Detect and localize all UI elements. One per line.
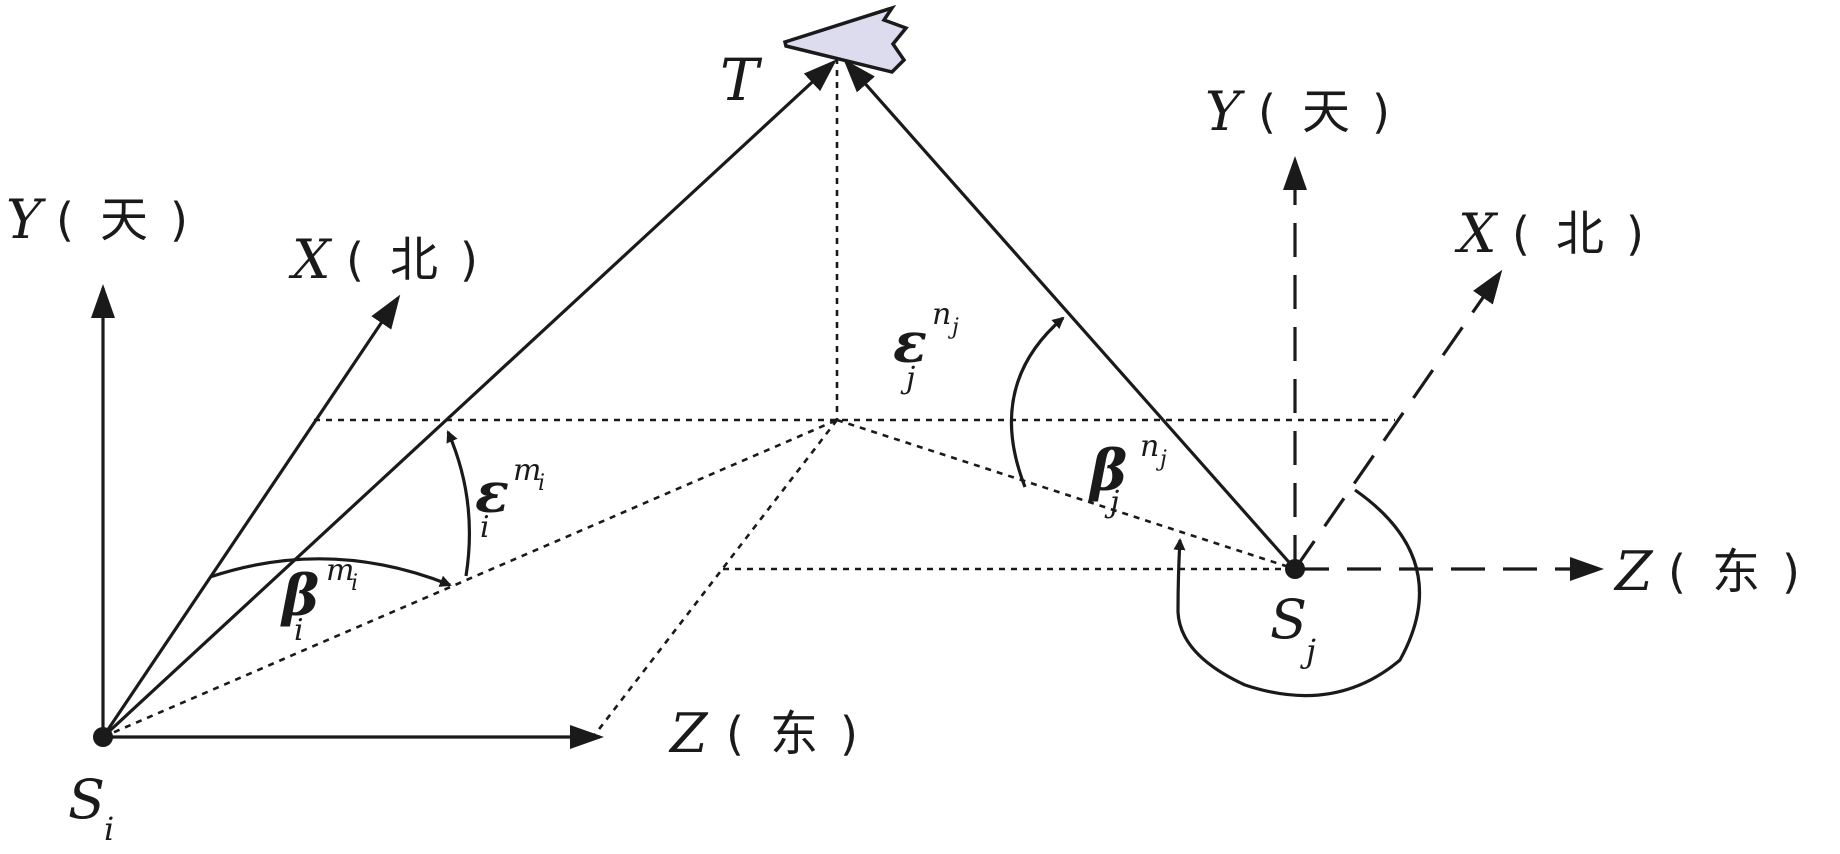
station-j-x-axis xyxy=(1293,269,1503,570)
azimuth-label-j: β j n j xyxy=(1088,429,1167,520)
target-aircraft-icon xyxy=(782,4,909,74)
elevation-label-i: ε i m i xyxy=(475,453,545,545)
projection-line-j xyxy=(836,418,1296,571)
svg-text:ε: ε xyxy=(893,310,927,376)
line-of-sight-i xyxy=(101,59,837,739)
svg-text:n: n xyxy=(1140,429,1159,464)
svg-text:ε: ε xyxy=(475,460,509,526)
projection-line-i xyxy=(102,418,838,739)
elevation-label-j: ε j n j xyxy=(893,297,959,396)
svg-text:): ) xyxy=(170,193,188,247)
svg-text:m: m xyxy=(513,453,541,488)
elevation-arc-j xyxy=(1009,316,1065,488)
svg-text:(: ( xyxy=(1668,545,1686,599)
svg-text:): ) xyxy=(840,707,858,761)
svg-text:天: 天 xyxy=(1302,84,1350,140)
station-i-x-axis-label: X ( 北 ) xyxy=(288,228,478,291)
svg-text:Y: Y xyxy=(1205,80,1245,143)
svg-text:): ) xyxy=(1782,545,1800,599)
station-j-y-axis-label: Y ( 天 ) xyxy=(1205,80,1390,143)
svg-text:S: S xyxy=(1270,588,1307,651)
azimuth-arc-j xyxy=(1173,488,1422,698)
construction-lines xyxy=(102,58,1395,739)
svg-text:i: i xyxy=(294,613,304,648)
svg-text:): ) xyxy=(1372,85,1390,139)
svg-text:β: β xyxy=(280,563,319,629)
line-of-sight-j xyxy=(843,59,1297,571)
svg-text:m: m xyxy=(326,553,354,588)
svg-text:天: 天 xyxy=(100,192,148,248)
azimuth-arc-i xyxy=(209,557,452,587)
station-j-z-axis-label: Z ( 东 ) xyxy=(1613,540,1800,603)
svg-text:i: i xyxy=(351,571,358,596)
svg-text:): ) xyxy=(1626,207,1644,261)
svg-text:i: i xyxy=(480,510,490,545)
svg-text:X: X xyxy=(288,228,333,291)
azimuth-label-i: β i m i xyxy=(280,553,358,648)
elevation-arc-i xyxy=(446,430,472,577)
svg-text:北: 北 xyxy=(390,232,438,288)
target-label: T xyxy=(720,46,763,114)
svg-text:i: i xyxy=(104,810,114,848)
svg-text:Z: Z xyxy=(668,702,709,765)
svg-text:北: 北 xyxy=(1556,206,1604,262)
station-j-axes xyxy=(1283,156,1604,581)
svg-text:(: ( xyxy=(346,233,364,287)
svg-text:(: ( xyxy=(1258,85,1276,139)
station-i-x-axis xyxy=(101,294,401,738)
station-i-name: S i xyxy=(68,768,114,848)
svg-text:(: ( xyxy=(1512,207,1530,261)
svg-text:东: 东 xyxy=(770,706,818,762)
station-i-y-axis-label: Y ( 天 ) xyxy=(6,188,188,251)
svg-text:东: 东 xyxy=(1712,544,1760,600)
svg-text:i: i xyxy=(538,471,545,496)
svg-text:(: ( xyxy=(56,193,74,247)
svg-text:S: S xyxy=(68,768,105,831)
station-j-x-axis-label: X ( 北 ) xyxy=(1454,202,1644,265)
station-j-name: S j xyxy=(1270,588,1316,670)
svg-text:X: X xyxy=(1454,202,1499,265)
svg-text:β: β xyxy=(1088,438,1127,504)
svg-text:(: ( xyxy=(726,707,744,761)
station-i-z-axis-label: Z ( 东 ) xyxy=(668,702,858,765)
svg-text:Y: Y xyxy=(6,188,46,251)
svg-text:Z: Z xyxy=(1613,540,1654,603)
svg-text:): ) xyxy=(460,233,478,287)
projection-to-z-axis xyxy=(591,419,839,738)
svg-text:n: n xyxy=(932,297,951,332)
station-i-axes xyxy=(91,284,604,749)
